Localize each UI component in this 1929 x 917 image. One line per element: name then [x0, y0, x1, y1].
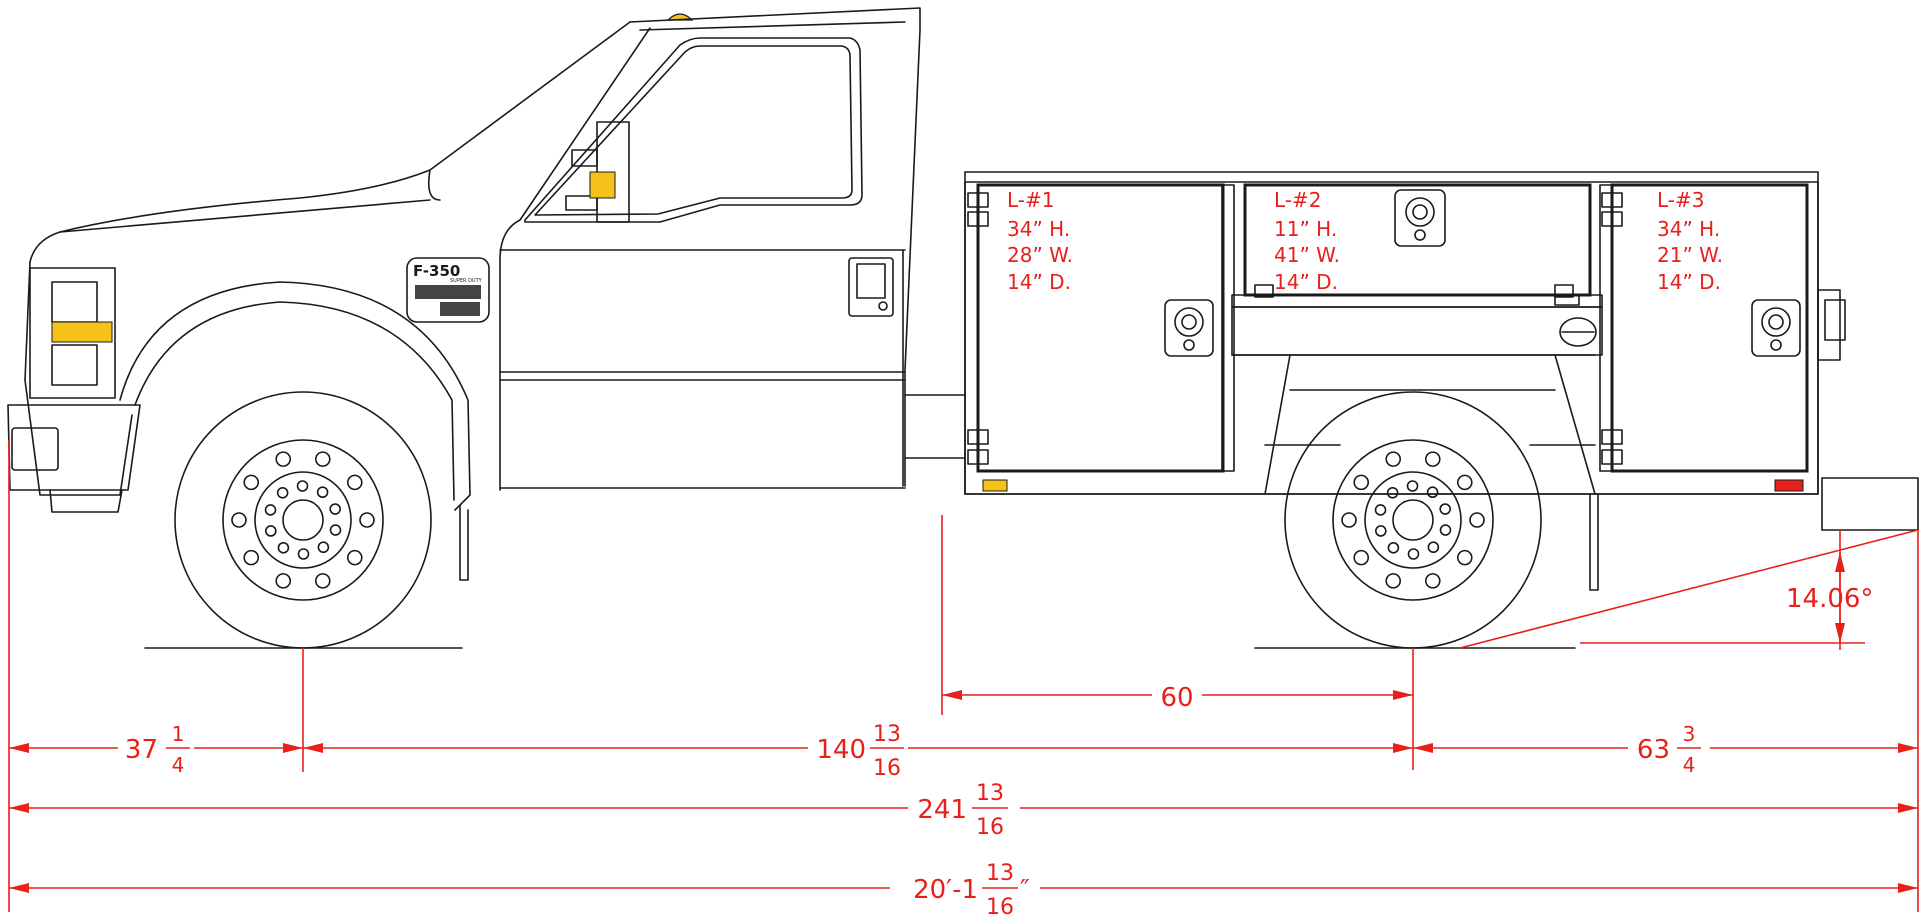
lug-nut-inner: [1439, 524, 1452, 536]
front-grille: [29, 267, 116, 399]
badge-text: F-350: [413, 262, 460, 280]
lug-nut-outer: [1341, 512, 1357, 528]
dim-rear-overhang-den: 4: [1683, 753, 1696, 777]
badge-subtext: SUPER DUTY: [450, 278, 483, 284]
lug-nut-outer: [346, 474, 363, 491]
dim-departure-angle: 14.06°: [1786, 584, 1873, 614]
lug-nut-outer: [243, 474, 260, 491]
dim-overall-feet-prefix: 20′-1: [913, 875, 978, 905]
lug-nut-outer: [1469, 512, 1485, 528]
compartment-1-line-1: 34” H.: [1007, 217, 1070, 241]
dim-front-overhang-den: 4: [172, 753, 185, 777]
headlight-amber: [51, 321, 113, 343]
dim-front-overhang-num: 1: [172, 722, 185, 746]
lug-nut-inner: [265, 525, 277, 537]
lug-nut-outer: [275, 451, 292, 467]
front-wheel: [174, 391, 432, 649]
lug-nut-outer: [1456, 474, 1473, 491]
lug-nut-inner: [329, 503, 341, 515]
dim-front-overhang-whole: 37: [125, 735, 158, 765]
fender-badge: [406, 257, 490, 323]
dim-rear-overhang-whole: 63: [1637, 735, 1670, 765]
lug-nut-inner: [277, 541, 290, 554]
lug-nut-inner: [1427, 541, 1440, 554]
lug-nut-inner: [1407, 548, 1420, 560]
compartment-3-line-2: 21” W.: [1657, 243, 1723, 267]
lug-nut-outer: [1424, 573, 1441, 589]
dim-overall-feet-suffix: ″: [1020, 875, 1030, 905]
lug-nut-outer: [314, 573, 331, 589]
compartment-2-line-2: 41” W.: [1274, 243, 1340, 267]
compartment-3-line-3: 14” D.: [1657, 270, 1721, 294]
lug-nut-inner: [264, 504, 277, 516]
badge-grille: [415, 285, 481, 316]
dimension-lines: [8, 440, 1919, 912]
compartment-label-3: L-#3 34” H. 21” W. 14” D.: [1657, 188, 1723, 294]
lug-nut-inner: [316, 486, 329, 499]
dim-overall-feet-den: 16: [986, 895, 1014, 917]
lug-nut-inner: [276, 486, 289, 499]
compartment-1-line-2: 28” W.: [1007, 243, 1073, 267]
lug-nut-inner: [296, 480, 309, 492]
lug-nut-inner: [1439, 503, 1451, 515]
lug-nut-inner: [1387, 541, 1400, 554]
compartment-id-3: L-#3: [1657, 188, 1705, 212]
dim-axle-to-body: 60: [1160, 683, 1193, 713]
lug-nut-outer: [346, 549, 363, 566]
lug-nut-outer: [1424, 451, 1441, 467]
rear-bumper: [1821, 477, 1919, 531]
lug-nut-outer: [1353, 549, 1370, 566]
dim-rear-overhang-num: 3: [1683, 722, 1696, 746]
dim-overall-whole: 241: [917, 795, 967, 825]
lug-nut-inner: [1374, 504, 1387, 516]
compartment-label-2: L-#2 11” H. 41” W. 14” D.: [1274, 188, 1340, 294]
lug-nut-outer: [314, 451, 331, 467]
lug-nut-inner: [1375, 525, 1387, 537]
dim-overall-feet-num: 13: [986, 861, 1014, 886]
lug-nut-outer: [1385, 573, 1402, 589]
lug-nut-inner: [1406, 480, 1419, 492]
dim-overall: 241 13 16: [917, 781, 1008, 840]
lug-nuts: [231, 451, 1485, 589]
compartment-door-1: [976, 183, 1225, 473]
compartment-id-2: L-#2: [1274, 188, 1322, 212]
compartment-1-line-3: 14” D.: [1007, 270, 1071, 294]
dim-wheelbase-whole: 140: [816, 735, 866, 765]
lug-nut-outer: [275, 573, 292, 589]
compartment-label-1: L-#1 34” H. 28” W. 14” D.: [1007, 188, 1073, 294]
dim-wheelbase: 140 13 16: [816, 722, 904, 781]
lug-nut-outer: [1385, 451, 1402, 467]
lug-nut-inner: [1386, 486, 1399, 499]
red-marker-light: [1774, 479, 1804, 492]
door-handle: [848, 257, 894, 317]
mirror-amber-light: [589, 171, 616, 199]
dim-front-overhang: 37 1 4: [125, 722, 190, 777]
lug-nut-inner: [1426, 486, 1439, 499]
lug-nut-inner: [317, 541, 330, 554]
truck-outline: F-350 SUPER DUTY: [7, 7, 1919, 591]
lug-nut-outer: [231, 512, 247, 528]
lug-nut-outer: [359, 512, 375, 528]
departure-angle-line: [1459, 529, 1919, 649]
dim-rear-overhang: 63 3 4: [1637, 722, 1701, 777]
compartment-id-1: L-#1: [1007, 188, 1055, 212]
compartment-2-line-1: 11” H.: [1274, 217, 1337, 241]
lug-nut-outer: [243, 549, 260, 566]
dim-wheelbase-den: 16: [873, 756, 901, 781]
compartment-2-line-3: 14” D.: [1274, 270, 1338, 294]
rear-wheel: [1284, 391, 1542, 649]
dim-overall-num: 13: [976, 781, 1004, 806]
lug-nut-outer: [1456, 549, 1473, 566]
lug-nut-inner: [329, 524, 342, 536]
compartment-3-line-1: 34” H.: [1657, 217, 1720, 241]
lug-nut-outer: [1353, 474, 1370, 491]
amber-marker-light: [982, 479, 1008, 492]
lug-nut-inner: [297, 548, 310, 560]
dim-overall-den: 16: [976, 815, 1004, 840]
dim-overall-feet: 20′-1 13 16 ″: [913, 861, 1030, 917]
dim-wheelbase-num: 13: [873, 722, 901, 747]
